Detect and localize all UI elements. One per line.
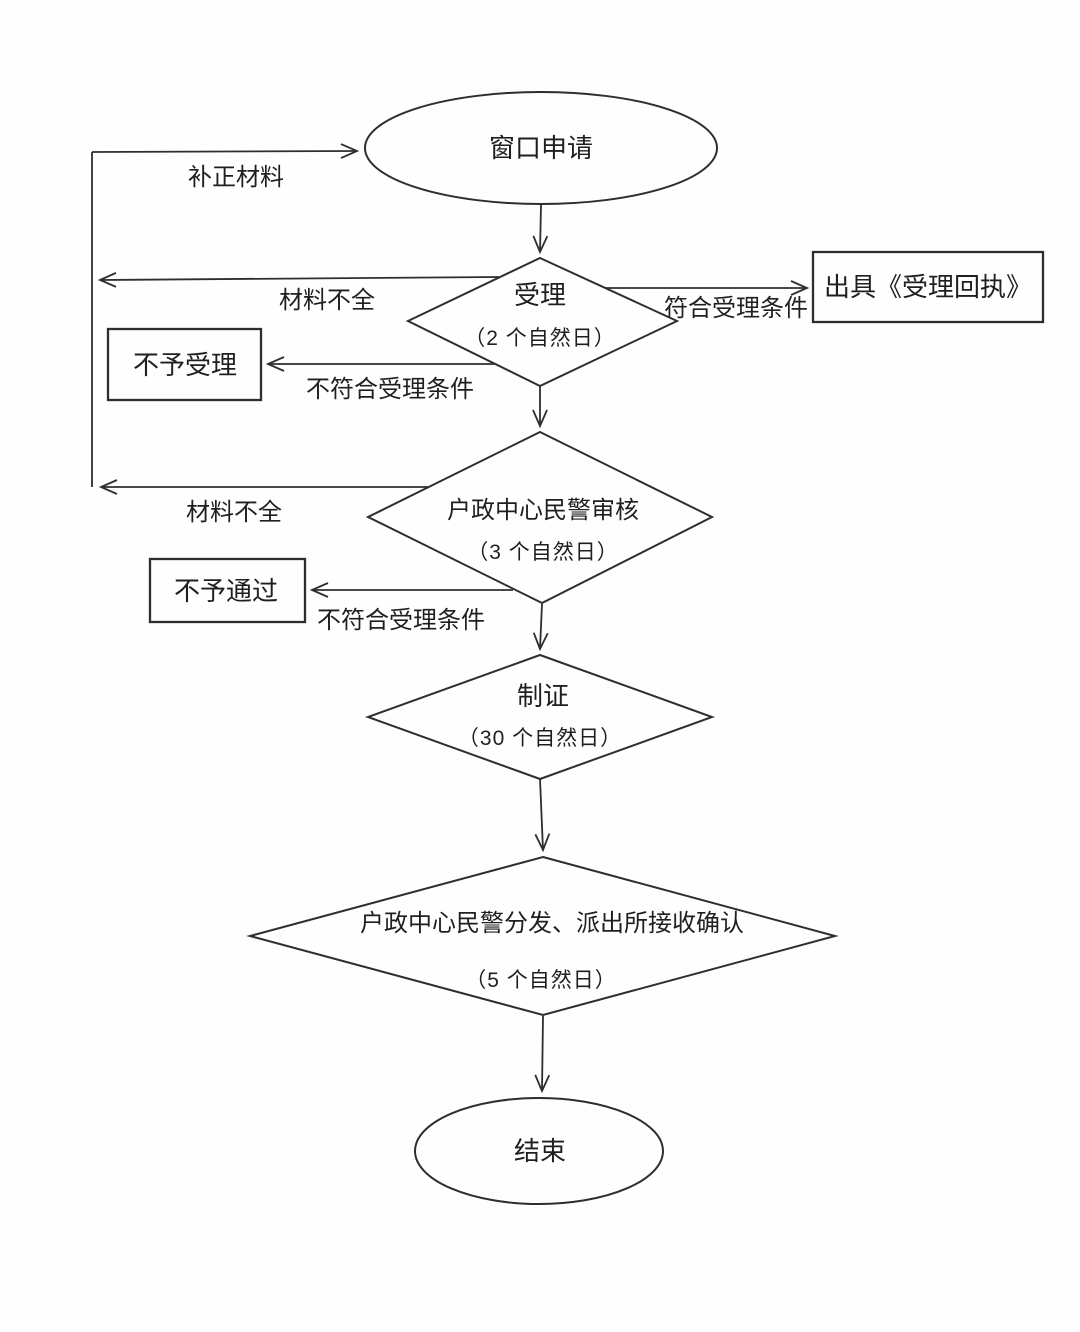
accept-diamond	[405, 256, 680, 388]
edge-label-materials-incomplete-1: 材料不全	[279, 287, 375, 314]
edge-label-meets-conditions: 符合受理条件	[664, 295, 808, 322]
node-accept: 受理 （2 个自然日）	[405, 256, 680, 388]
produce-diamond	[365, 653, 715, 781]
distribute-diamond	[246, 855, 839, 1017]
start-ellipse	[364, 91, 718, 205]
produce-duration: （30 个自然日）	[458, 727, 622, 750]
edge-label-supplement-materials: 补正材料	[188, 164, 284, 191]
node-produce: 制证 （30 个自然日）	[365, 653, 715, 781]
not-accepted-box	[106, 327, 263, 402]
node-end: 结束	[414, 1097, 664, 1205]
node-not-passed: 不予通过	[148, 557, 307, 624]
connectors	[91, 143, 810, 1094]
arrow-distribute-to-end	[534, 1015, 551, 1094]
end-ellipse	[414, 1097, 664, 1205]
edge-label-not-meets-conditions-1: 不符合受理条件	[306, 376, 474, 403]
node-start: 窗口申请	[364, 91, 718, 205]
accept-duration: （2 个自然日）	[464, 327, 616, 350]
node-review: 户政中心民警审核 （3 个自然日）	[365, 430, 715, 605]
arrow-accept-materials-incomplete	[97, 272, 500, 288]
node-receipt: 出具《受理回执》	[811, 250, 1045, 324]
edge-label-materials-incomplete-2: 材料不全	[186, 499, 282, 526]
arrow-produce-to-distribute	[534, 778, 551, 853]
arrow-supplement-to-start	[91, 143, 360, 159]
node-distribute: 户政中心民警分发、派出所接收确认 （5 个自然日）	[246, 855, 839, 1017]
distribute-duration: （5 个自然日）	[465, 969, 617, 992]
node-not-accepted: 不予受理	[106, 327, 263, 402]
not-accepted-label: 不予受理	[133, 350, 237, 380]
arrow-review-to-produce	[532, 603, 549, 652]
produce-label: 制证	[517, 681, 569, 711]
distribute-label: 户政中心民警分发、派出所接收确认	[360, 910, 744, 937]
edge-labels: 补正材料 材料不全 符合受理条件 不符合受理条件 材料不全 不符合受理条件	[186, 164, 808, 634]
receipt-label: 出具《受理回执》	[824, 272, 1032, 302]
edge-label-not-meets-conditions-2: 不符合受理条件	[317, 607, 485, 634]
review-label: 户政中心民警审核	[447, 497, 639, 524]
start-label: 窗口申请	[489, 133, 593, 163]
review-diamond	[365, 430, 715, 605]
not-passed-box	[148, 557, 307, 624]
receipt-box	[811, 250, 1045, 324]
end-label: 结束	[514, 1136, 566, 1166]
accept-label: 受理	[514, 280, 566, 310]
not-passed-label: 不予通过	[174, 576, 278, 606]
review-duration: （3 个自然日）	[467, 541, 619, 564]
arrow-start-to-accept	[532, 204, 549, 255]
